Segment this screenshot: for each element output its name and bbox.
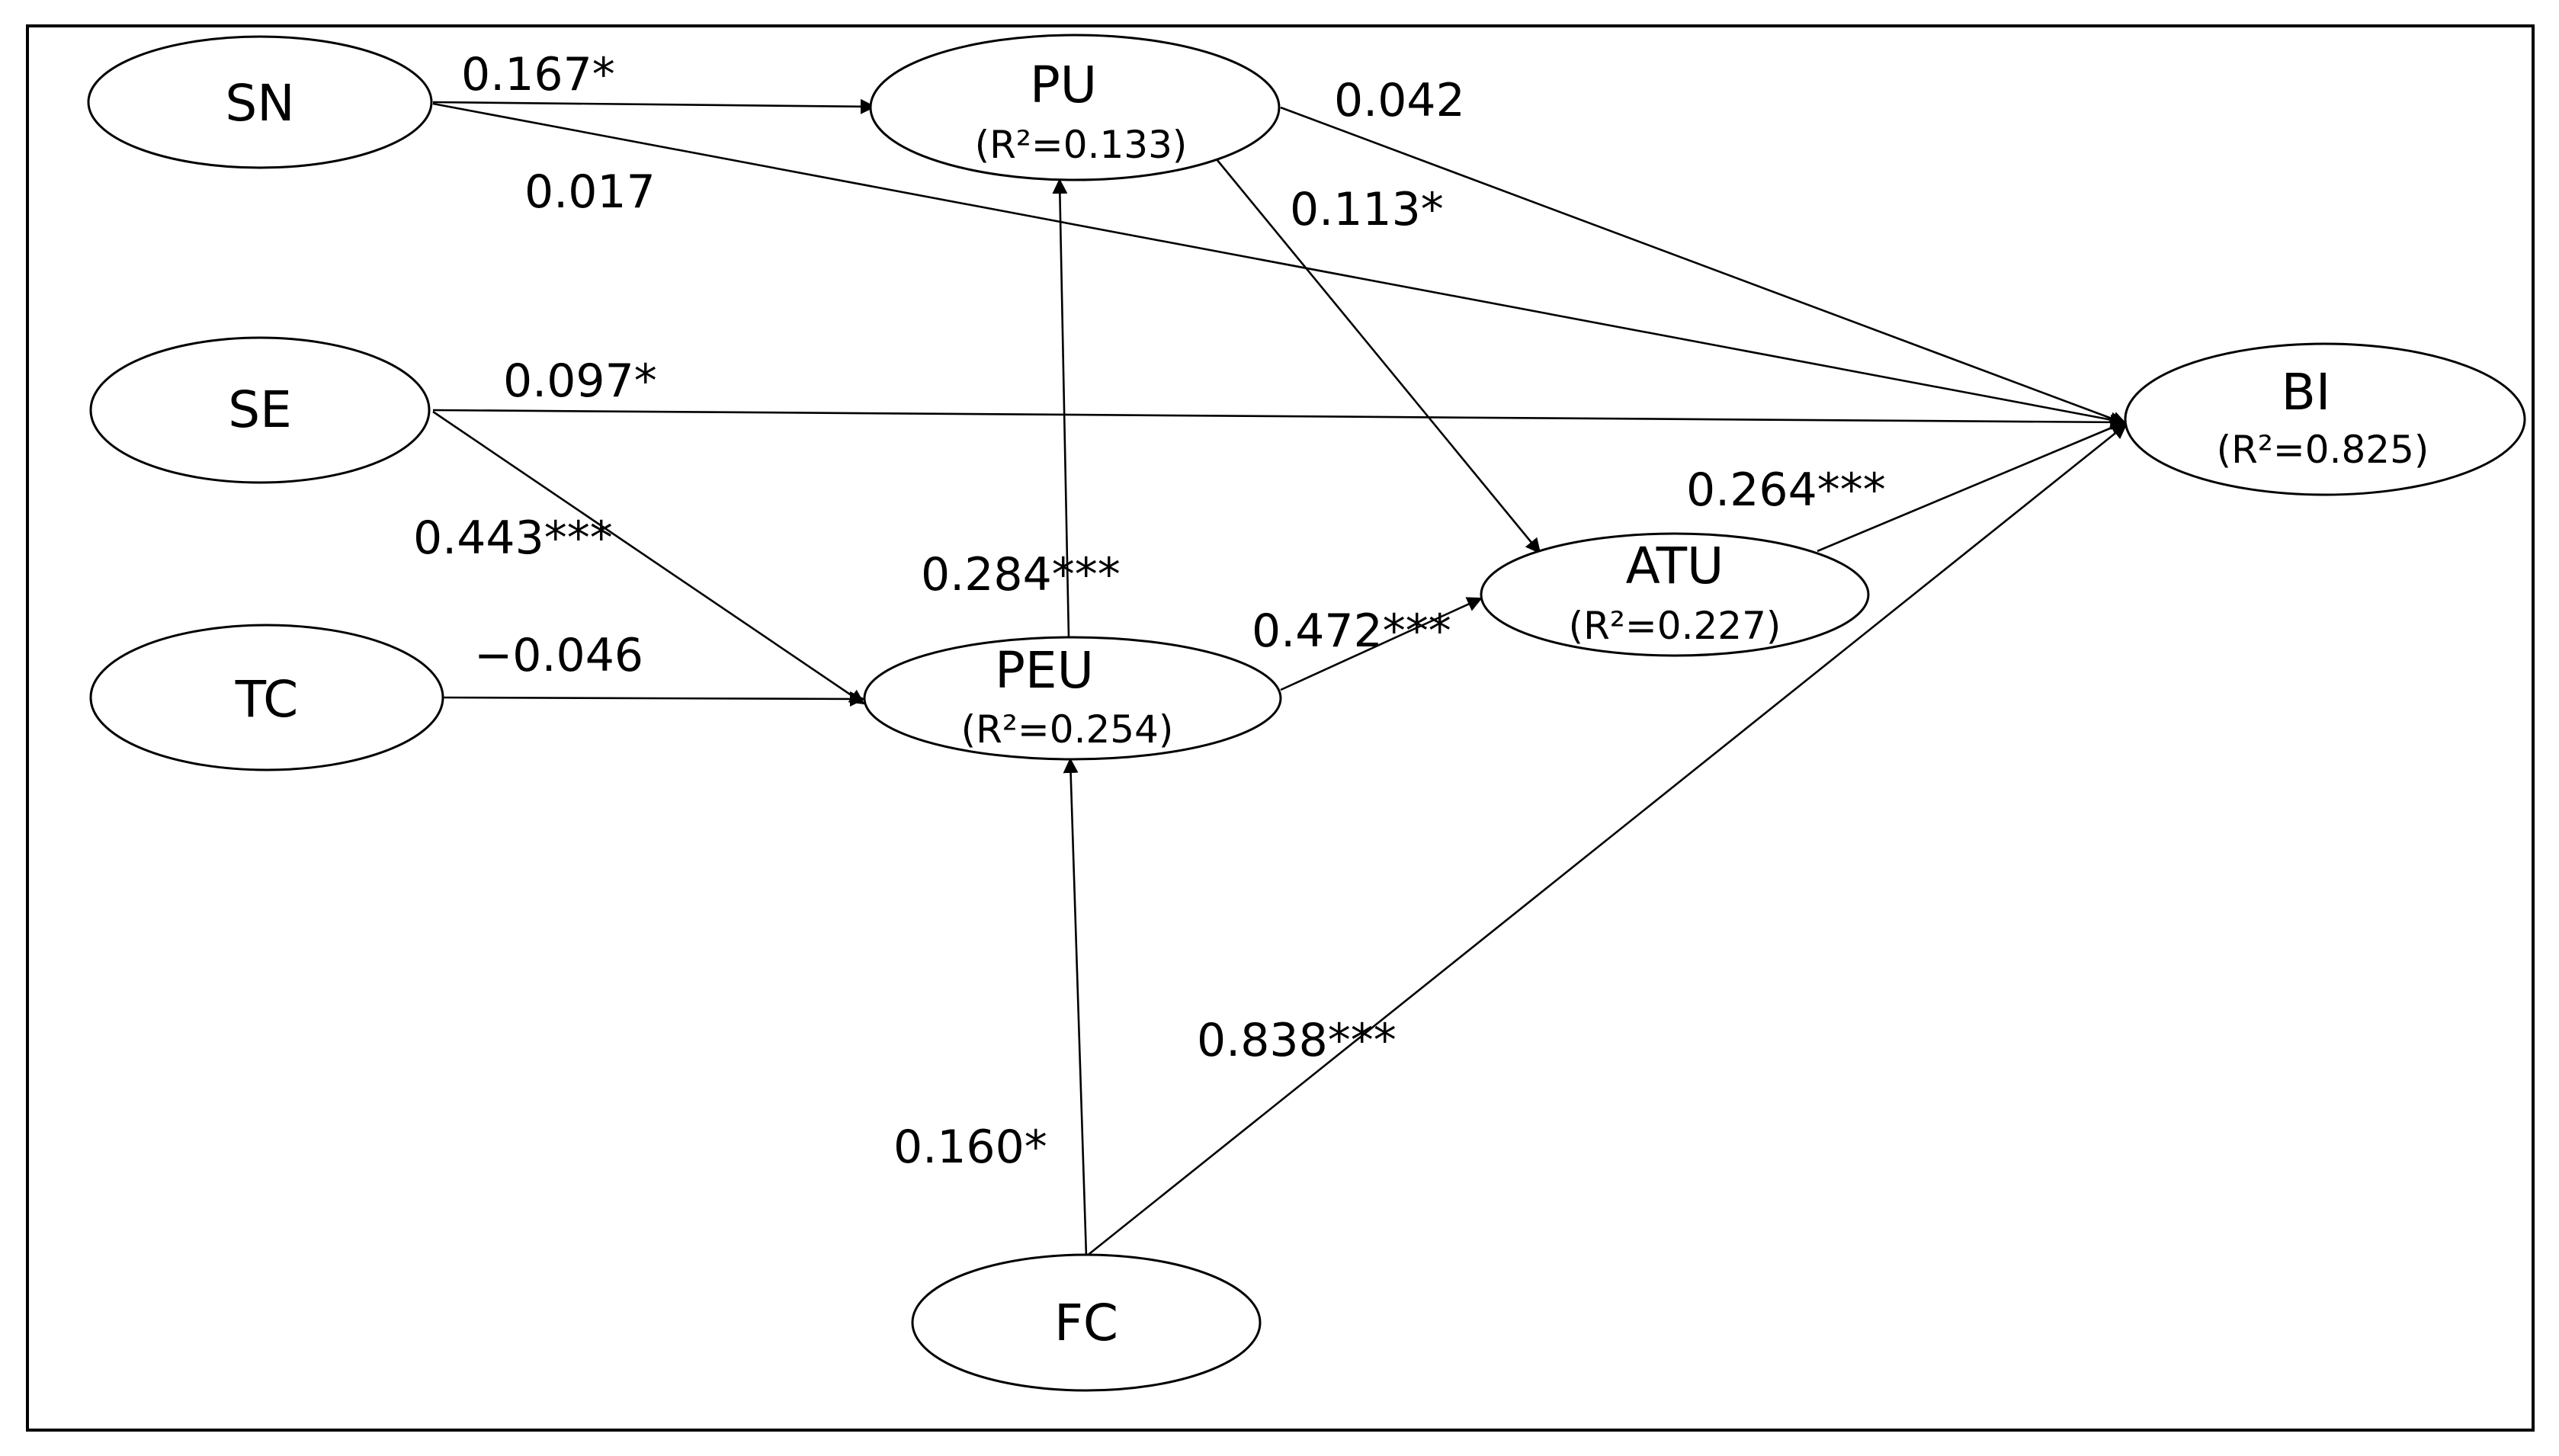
node-peu: PEU (R²=0.254) — [863, 636, 1282, 761]
node-atu-r2: (R²=0.227) — [1569, 604, 1781, 648]
node-peu-r2: (R²=0.254) — [961, 707, 1174, 752]
edge-sn-bi — [432, 102, 2126, 428]
node-atu-ellipse — [1480, 532, 1870, 657]
node-peu-ellipse — [863, 636, 1282, 761]
coef-tc-peu: −0.046 — [474, 629, 643, 682]
node-fc-label: FC — [1054, 1294, 1118, 1352]
node-atu: ATU (R²=0.227) — [1480, 532, 1870, 657]
diagram-frame — [26, 24, 2535, 1432]
edge-labels: 0.167* 0.017 0.042 0.113* 0.097* 0.443**… — [413, 48, 1886, 1174]
edge-se-bi — [432, 409, 2126, 430]
node-se-label: SE — [228, 380, 292, 439]
coef-pu-atu: 0.113* — [1290, 183, 1444, 236]
node-sn-label: SN — [225, 74, 294, 133]
edge-pu-atu — [1215, 159, 1541, 554]
node-bi: BI (R²=0.825) — [2124, 342, 2526, 496]
edge-pu-bi — [1280, 106, 2128, 427]
edge-atu-bi — [1817, 420, 2126, 553]
coef-se-bi: 0.097* — [503, 354, 657, 408]
edge-tc-peu — [442, 691, 865, 707]
edges — [432, 98, 2128, 1258]
coef-fc-bi: 0.838*** — [1197, 1014, 1397, 1067]
node-bi-label: BI — [2282, 363, 2331, 422]
node-atu-label: ATU — [1626, 537, 1724, 595]
edge-peu-pu — [1052, 178, 1070, 638]
coef-se-peu: 0.443*** — [413, 512, 613, 565]
node-bi-r2: (R²=0.825) — [2217, 428, 2429, 472]
coef-atu-bi: 0.264*** — [1686, 463, 1886, 517]
node-pu-r2: (R²=0.133) — [975, 123, 1188, 167]
edge-fc-bi — [1085, 423, 2128, 1258]
node-pu-ellipse — [869, 34, 1281, 181]
coef-fc-peu: 0.160* — [893, 1121, 1047, 1174]
node-sn-ellipse — [87, 35, 433, 169]
edge-sn-pu — [432, 98, 876, 114]
coef-sn-bi: 0.017 — [524, 165, 656, 219]
coef-sn-pu: 0.167* — [461, 48, 615, 101]
edge-peu-atu — [1280, 597, 1483, 691]
edge-fc-peu — [1063, 758, 1088, 1257]
coef-peu-atu: 0.472*** — [1252, 605, 1451, 658]
node-sn: SN — [87, 35, 433, 169]
coef-peu-pu: 0.284*** — [921, 548, 1121, 601]
node-fc-ellipse — [911, 1253, 1262, 1392]
node-tc-label: TC — [235, 670, 299, 729]
node-tc-ellipse — [89, 624, 444, 771]
node-peu-label: PEU — [995, 641, 1094, 700]
node-se-ellipse — [89, 336, 431, 484]
coef-pu-bi: 0.042 — [1334, 74, 1465, 127]
node-pu: PU (R²=0.133) — [869, 34, 1281, 181]
node-tc: TC — [89, 624, 444, 771]
node-bi-ellipse — [2124, 342, 2526, 496]
node-pu-label: PU — [1030, 56, 1097, 114]
node-se: SE — [89, 336, 431, 484]
edge-se-peu — [432, 410, 865, 705]
node-fc: FC — [911, 1253, 1262, 1392]
